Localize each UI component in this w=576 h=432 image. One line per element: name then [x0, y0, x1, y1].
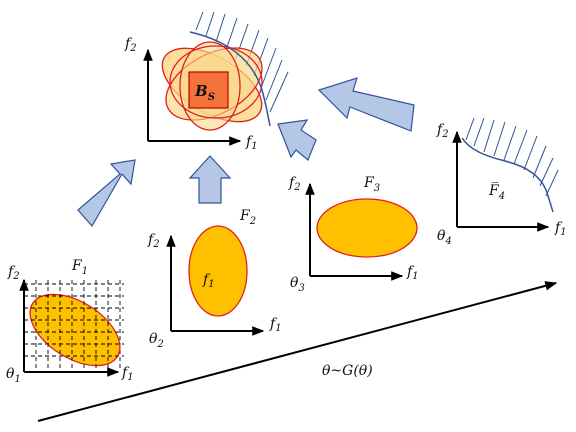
- f4-hatch: [465, 117, 559, 197]
- f3-y-label: f2: [288, 175, 301, 193]
- f4-x-label: f1: [554, 220, 567, 238]
- f2-x-label: f1: [269, 316, 282, 334]
- f2-title: F2: [239, 208, 256, 227]
- f4-panel: F̅4 f2 f1 θ4: [436, 117, 567, 247]
- f3-x-label: f1: [406, 264, 419, 282]
- arrow-from-f2: [188, 155, 232, 204]
- f1-title: F1: [71, 258, 88, 277]
- f4-title: F̅4: [488, 180, 505, 202]
- main-ellipse-4: [169, 45, 263, 119]
- f2-theta-label: θ2: [149, 331, 164, 350]
- f4-theta-label: θ4: [437, 228, 452, 247]
- f4-boundary-curve: [461, 137, 554, 213]
- f2-panel: F2 f2 f1 f1 θ2: [147, 208, 282, 350]
- f3-theta-label: θ3: [290, 275, 305, 294]
- f3-title: F3: [363, 175, 380, 194]
- f2-y-label: f2: [147, 232, 160, 250]
- distribution-arrow: [37, 281, 558, 422]
- bs-square: [188, 71, 229, 109]
- f1-y-label: f2: [7, 264, 20, 282]
- distribution-label: θ~G(θ): [322, 363, 373, 379]
- f2-inner-label: f1: [202, 272, 215, 290]
- f2-region: [188, 225, 248, 317]
- f1-panel: F1 f2 f1 θ1: [6, 258, 134, 385]
- f4-y-label: f2: [436, 122, 449, 140]
- bs-label: BS: [194, 82, 215, 103]
- main-x-label: f1: [245, 134, 258, 152]
- arrow-from-f3: [277, 119, 317, 161]
- f1-theta-label: θ1: [6, 366, 21, 385]
- main-y-label: f2: [124, 36, 137, 54]
- arrow-from-f1: [77, 159, 136, 228]
- main-panel: BS f2 f1: [124, 11, 289, 152]
- main-boundary-curve: [189, 31, 271, 127]
- arrow-from-f4: [317, 77, 415, 132]
- f3-region: [316, 198, 418, 258]
- f1-region: [29, 293, 121, 367]
- f3-panel: F3 f2 f1 θ3: [288, 175, 419, 294]
- f1-x-label: f1: [121, 365, 134, 383]
